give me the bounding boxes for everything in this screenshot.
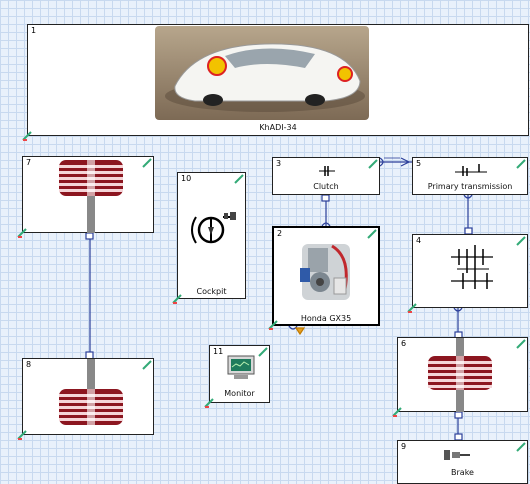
block-number: 6 <box>401 339 406 348</box>
block-number: 4 <box>416 236 421 245</box>
block-honda-gx35[interactable]: 2 Honda GX35 <box>272 226 380 326</box>
resize-handle[interactable] <box>516 442 526 452</box>
block-number: 11 <box>213 347 223 356</box>
block-number: 10 <box>181 174 191 183</box>
block-number: 9 <box>401 442 406 451</box>
block-number: 1 <box>31 26 36 35</box>
block-number: 7 <box>26 158 31 167</box>
resize-handle[interactable] <box>368 159 378 169</box>
block-brake[interactable]: 9 Brake <box>397 440 528 484</box>
block-primary-transmission[interactable]: 5 Primary transmission <box>412 157 528 195</box>
block-number: 5 <box>416 159 421 168</box>
block-khadi-34[interactable]: 1 KhADI-34 <box>27 24 529 136</box>
block-number: 3 <box>276 159 281 168</box>
transmission-symbol-icon <box>453 162 489 178</box>
car-photo-icon <box>155 26 369 120</box>
flywheel-icon <box>56 157 126 233</box>
resize-handle[interactable] <box>142 158 152 168</box>
engine-photo-icon <box>294 238 360 308</box>
block-flywheel-7[interactable]: 7 <box>22 156 154 233</box>
resize-handle[interactable] <box>367 229 377 239</box>
resize-handle[interactable] <box>172 294 182 304</box>
flywheel-icon <box>56 359 126 435</box>
brake-symbol-icon <box>442 447 472 463</box>
monitor-icon <box>226 355 256 381</box>
clutch-symbol-icon <box>317 164 337 178</box>
resize-handle[interactable] <box>258 347 268 357</box>
resize-handle[interactable] <box>142 360 152 370</box>
resize-handle[interactable] <box>22 131 32 141</box>
resize-handle[interactable] <box>516 339 526 349</box>
block-label: Brake <box>398 468 527 477</box>
block-label: Primary transmission <box>413 182 527 191</box>
block-flywheel-8[interactable]: 8 <box>22 358 154 435</box>
resize-handle[interactable] <box>407 303 417 313</box>
flywheel-icon <box>426 338 496 412</box>
resize-handle[interactable] <box>516 159 526 169</box>
resize-handle[interactable] <box>268 320 278 330</box>
resize-handle[interactable] <box>392 407 402 417</box>
block-monitor[interactable]: 11 Monitor <box>209 345 270 403</box>
resize-handle[interactable] <box>17 430 27 440</box>
resize-handle[interactable] <box>17 228 27 238</box>
block-number: 2 <box>277 229 282 238</box>
steering-wheel-icon <box>186 205 240 255</box>
resize-handle[interactable] <box>516 236 526 246</box>
resize-handle[interactable] <box>234 174 244 184</box>
block-flywheel-6[interactable]: 6 <box>397 337 528 412</box>
block-label: KhADI-34 <box>28 123 528 132</box>
block-gearbox[interactable]: 4 <box>412 234 528 308</box>
block-label: Cockpit <box>178 287 245 296</box>
block-number: 8 <box>26 360 31 369</box>
block-cockpit[interactable]: 10 Cockpit <box>177 172 246 299</box>
gearbox-symbol-icon <box>447 243 497 297</box>
block-label: Clutch <box>273 182 379 191</box>
block-label: Honda GX35 <box>274 314 378 323</box>
block-label: Monitor <box>210 389 269 398</box>
block-clutch[interactable]: 3 Clutch <box>272 157 380 195</box>
resize-handle[interactable] <box>204 398 214 408</box>
